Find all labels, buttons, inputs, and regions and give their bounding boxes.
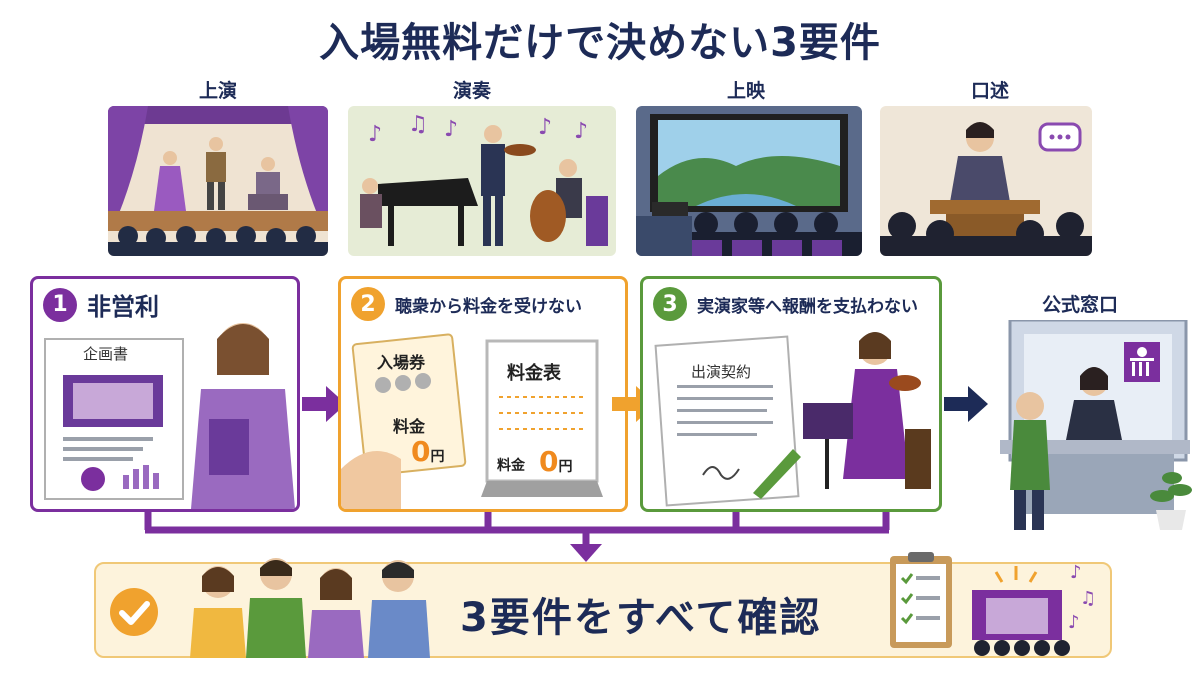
category-label-screening: 上映 xyxy=(726,80,765,102)
svg-text:♫: ♫ xyxy=(1080,588,1096,609)
ticket-and-price-board-icon xyxy=(341,333,603,509)
official-office-label: 公式窓口 xyxy=(1041,294,1118,316)
ticket-label: 入場券 xyxy=(377,353,426,372)
checklist-and-stage-icon: ♪♫♪ xyxy=(886,548,1098,660)
planning-document-icon xyxy=(44,323,295,509)
category-label-performance: 上演 xyxy=(198,80,237,102)
requirement-1-panel: 1 非営利 企画書 xyxy=(30,276,300,512)
requirement-2-title: 聴衆から料金を受けない xyxy=(395,296,582,317)
price-board-fee-label: 料金 xyxy=(497,458,525,474)
svg-text:♪: ♪ xyxy=(538,115,552,140)
movie-screen-icon xyxy=(636,106,862,256)
arrow-right-icon xyxy=(944,384,988,424)
music-concert-icon: ♪ ♫ ♪ ♪ ♪ xyxy=(348,106,616,256)
price-board-fee-value: 0 xyxy=(539,445,559,478)
svg-text:♪: ♪ xyxy=(1070,562,1082,583)
performance-contract-icon xyxy=(654,332,931,507)
svg-text:♪: ♪ xyxy=(1068,612,1080,633)
requirement-3-panel: 3 実演家等へ報酬を支払わない 出演契約 xyxy=(640,276,942,512)
page-title: 入場無料だけで決めない3要件 xyxy=(319,20,881,66)
check-icon xyxy=(108,586,160,638)
official-office-icon xyxy=(990,320,1196,530)
svg-text:♫: ♫ xyxy=(408,112,428,137)
requirement-1-number-badge: 1 xyxy=(43,287,77,322)
requirement-2-panel: 2 聴衆から料金を受けない 入場券 料金 0 円 料金表 料金 0 円 xyxy=(338,276,628,512)
requirement-3-title: 実演家等へ報酬を支払わない xyxy=(697,296,918,317)
ticket-fee-label: 料金 xyxy=(393,417,426,436)
ticket-fee-value: 0 xyxy=(411,435,431,468)
conclusion-text: 3要件をすべて確認 xyxy=(460,595,822,641)
svg-text:♪: ♪ xyxy=(368,122,382,147)
svg-text:♪: ♪ xyxy=(574,119,588,144)
requirement-2-number-badge: 2 xyxy=(351,287,385,321)
requirement-1-title: 非営利 xyxy=(87,293,159,321)
people-group-icon xyxy=(180,548,442,658)
category-label-recitation: 口述 xyxy=(970,80,1009,102)
price-board-fee-unit: 円 xyxy=(558,459,573,475)
arrow-right-icon xyxy=(302,384,346,424)
category-label-music: 演奏 xyxy=(452,80,491,102)
price-board-title: 料金表 xyxy=(507,363,561,384)
requirement-3-number-badge: 3 xyxy=(653,287,687,321)
ticket-fee-unit: 円 xyxy=(430,449,445,465)
speech-podium-icon xyxy=(880,106,1092,256)
svg-text:♪: ♪ xyxy=(444,117,458,142)
theater-stage-icon xyxy=(108,106,328,256)
planning-document-label: 企画書 xyxy=(83,345,129,363)
contract-label: 出演契約 xyxy=(691,363,752,381)
